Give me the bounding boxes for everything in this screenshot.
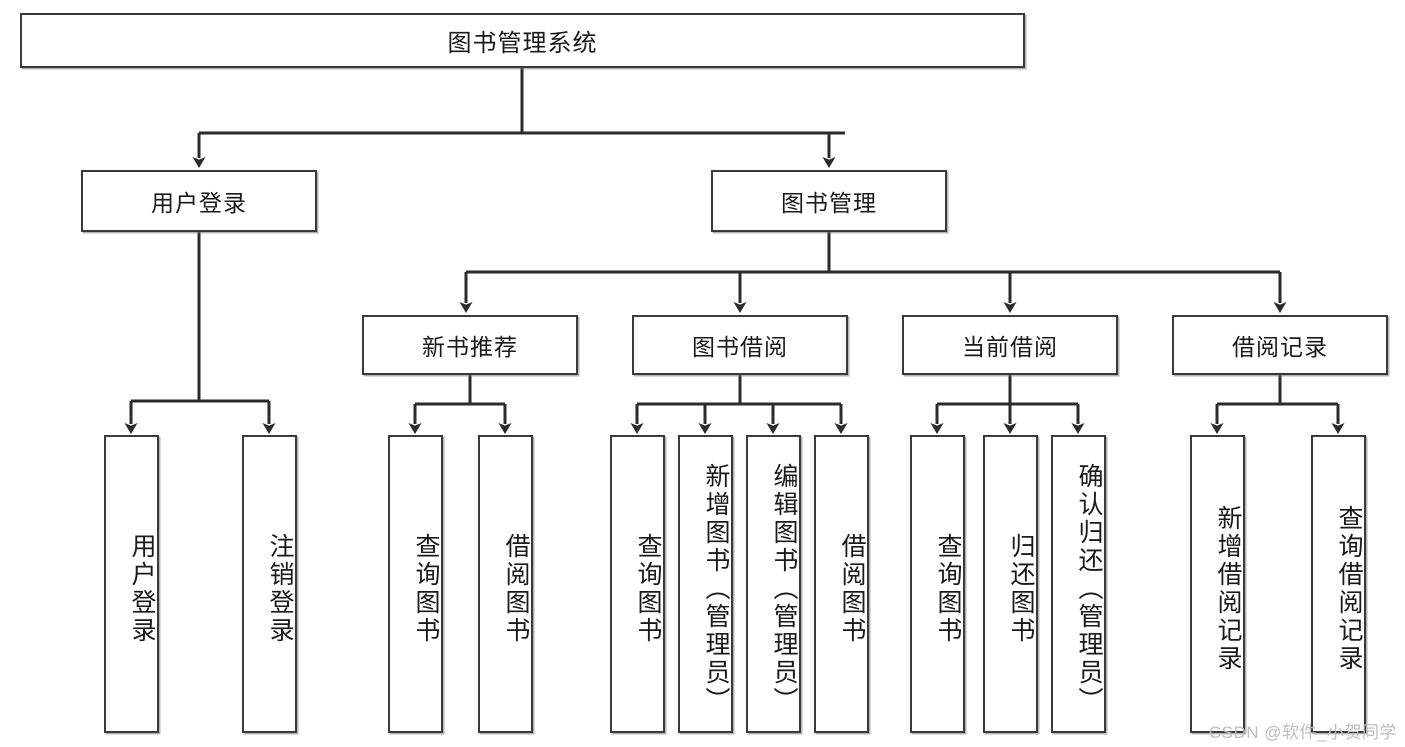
node-leaf-query-book-2[interactable]: 查询图书	[610, 435, 665, 733]
node-leaf-query-book-3[interactable]: 查询图书	[910, 435, 965, 733]
node-label: 新增借阅记录	[1214, 505, 1242, 673]
node-book-manage[interactable]: 图书管理	[711, 170, 947, 232]
node-label: 图书管理系统	[447, 30, 598, 57]
node-label: 查询图书	[634, 533, 662, 645]
node-label: 图书管理	[781, 190, 877, 216]
node-leaf-query-record[interactable]: 查询借阅记录	[1311, 435, 1366, 733]
node-leaf-edit-book[interactable]: 编辑图书（管理员）	[746, 435, 801, 733]
node-label: 图书借阅	[692, 334, 788, 360]
node-label: 新书推荐	[422, 334, 518, 360]
node-leaf-query-book-1[interactable]: 查询图书	[388, 435, 443, 733]
node-leaf-borrow-book-2[interactable]: 借阅图书	[814, 435, 869, 733]
node-leaf-return-book[interactable]: 归还图书	[983, 435, 1038, 733]
node-label: 用户登录	[128, 533, 156, 645]
node-user-login[interactable]: 用户登录	[81, 170, 317, 232]
node-label: 归还图书	[1007, 533, 1035, 645]
node-borrow-record[interactable]: 借阅记录	[1172, 315, 1388, 375]
node-label: 编辑图书（管理员）	[770, 463, 798, 715]
node-leaf-borrow-book-1[interactable]: 借阅图书	[478, 435, 533, 733]
node-current-borrow[interactable]: 当前借阅	[902, 315, 1118, 375]
node-leaf-user-logout[interactable]: 注销登录	[242, 435, 297, 733]
node-leaf-confirm-return[interactable]: 确认归还（管理员）	[1051, 435, 1106, 733]
node-label: 用户登录	[151, 190, 247, 216]
node-label: 注销登录	[266, 533, 294, 645]
node-book-borrow[interactable]: 图书借阅	[632, 315, 848, 375]
node-label: 查询借阅记录	[1335, 505, 1363, 673]
node-label: 查询图书	[934, 533, 962, 645]
node-new-book-rec[interactable]: 新书推荐	[362, 315, 578, 375]
node-leaf-add-record[interactable]: 新增借阅记录	[1190, 435, 1245, 733]
node-label: 借阅图书	[838, 533, 866, 645]
node-label: 确认归还（管理员）	[1075, 463, 1103, 715]
node-label: 当前借阅	[962, 334, 1058, 360]
node-root[interactable]: 图书管理系统	[20, 13, 1025, 68]
node-leaf-add-book[interactable]: 新增图书（管理员）	[678, 435, 733, 733]
node-label: 借阅图书	[502, 533, 530, 645]
node-leaf-user-login[interactable]: 用户登录	[104, 435, 159, 733]
node-label: 查询图书	[412, 533, 440, 645]
node-label: 借阅记录	[1232, 334, 1328, 360]
node-label: 新增图书（管理员）	[702, 463, 730, 715]
